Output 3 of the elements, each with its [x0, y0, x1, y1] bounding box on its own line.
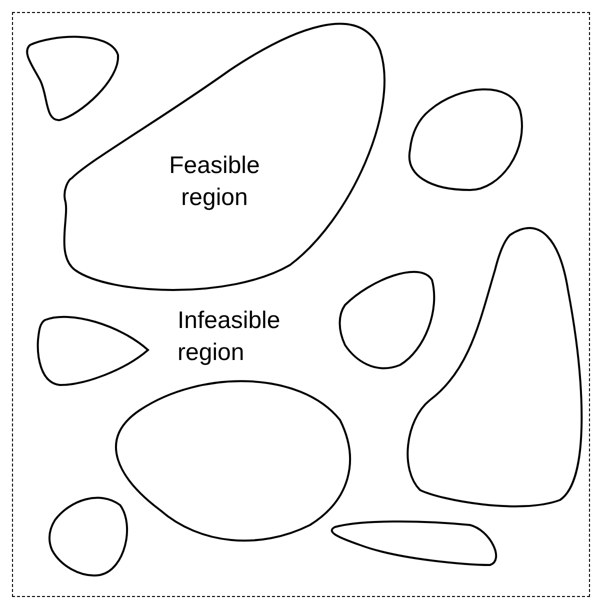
region-label: Infeasible region — [178, 306, 282, 368]
region-label: Feasible region — [168, 150, 261, 212]
dashed-boundary — [12, 12, 590, 597]
